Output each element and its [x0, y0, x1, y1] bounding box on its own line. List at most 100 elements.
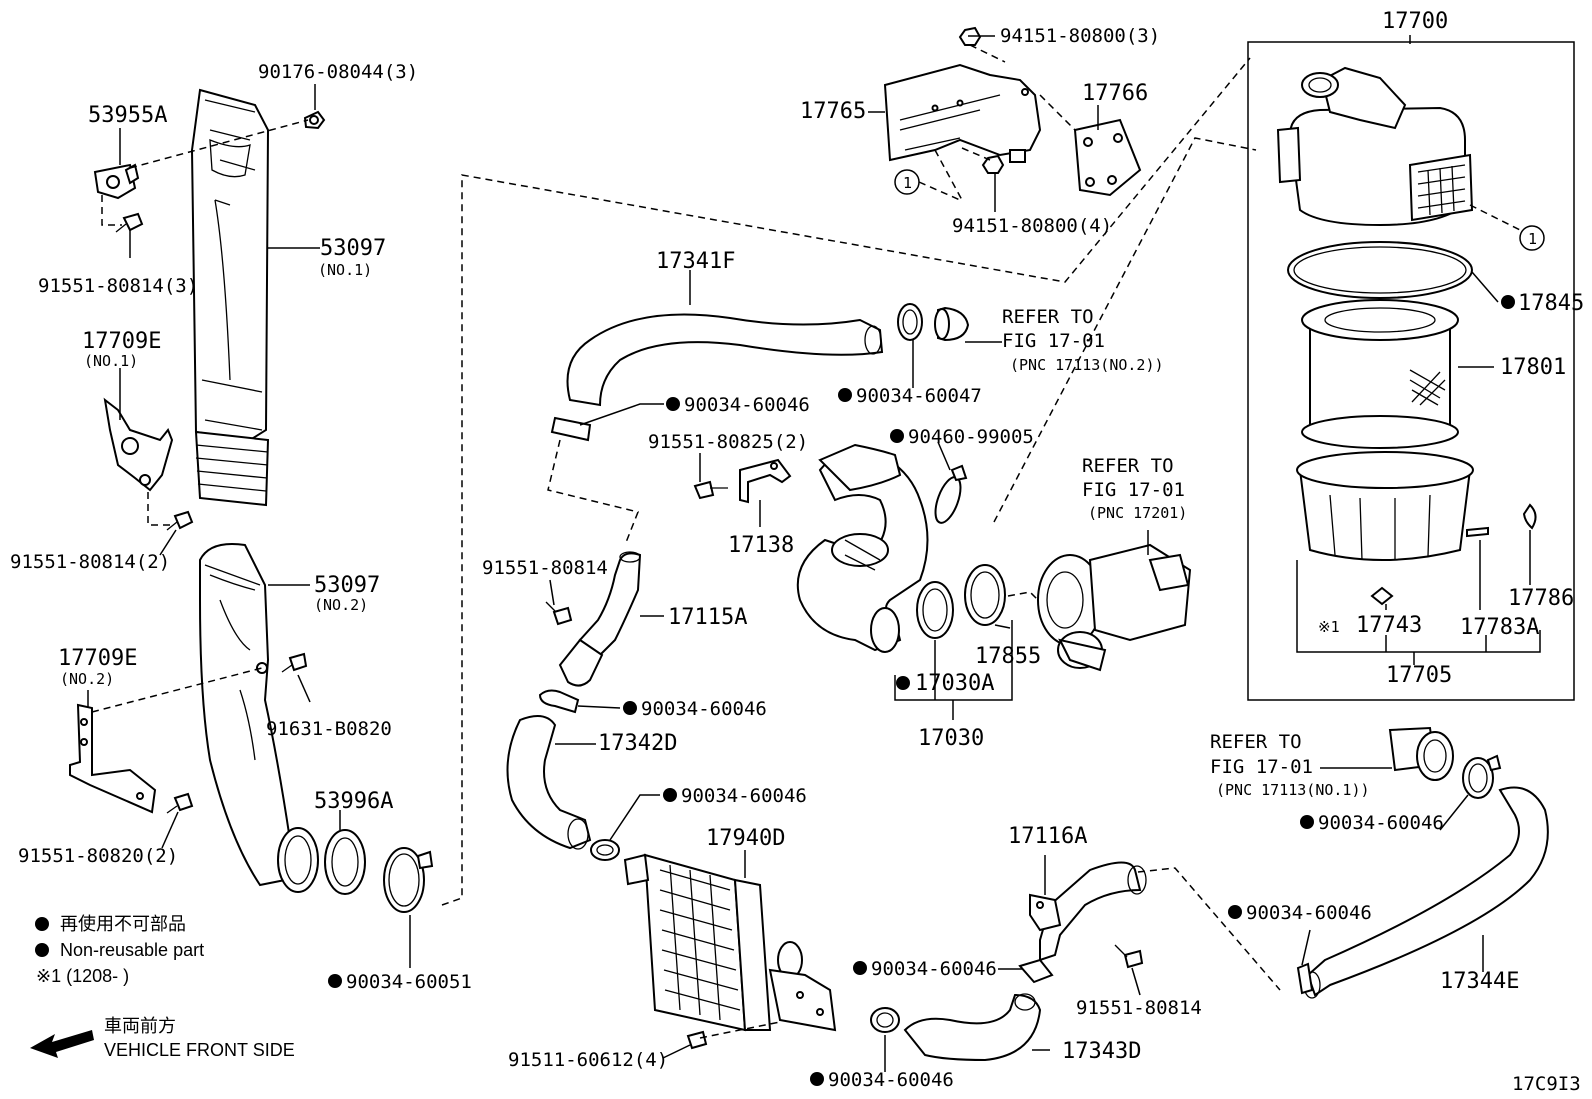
air-cleaner-box [1247, 41, 1575, 701]
refer-c-line2: FIG 17-01 [1210, 756, 1313, 778]
label-94151-80800-4: 94151-80800(4) [952, 215, 1112, 237]
label-90034-60046-f: 90034-60046 [871, 958, 997, 980]
hose-clamp-90460-99005 [934, 464, 968, 524]
hose-17030a [916, 581, 954, 639]
intercooler-17940d [623, 853, 837, 1032]
bracket-17138 [739, 458, 792, 504]
label-17743-mark: ※1 [1318, 618, 1340, 636]
label-17030a: 17030A [915, 671, 994, 696]
label-17342d: 17342D [598, 731, 677, 756]
clip-17786 [1522, 503, 1537, 530]
label-91551-80814-2: 91551-80814(2) [10, 551, 170, 573]
valve-17743 [1370, 586, 1394, 606]
label-90034-60046-c: 90034-60046 [681, 785, 807, 807]
hose-17030 [796, 443, 929, 653]
hose-17116a [1029, 861, 1147, 962]
label-17709e-no1: 17709E [82, 329, 161, 354]
filter-element-17801 [1301, 299, 1459, 449]
leader-lines [87, 35, 1541, 1072]
refer-b-line2: FIG 17-01 [1082, 479, 1185, 501]
clamp-ring-53996a [277, 827, 366, 895]
gasket-17845 [1287, 241, 1473, 299]
label-17343d: 17343D [1062, 1039, 1141, 1064]
label-90034-60051: 90034-60051 [346, 971, 472, 993]
bracket-17709e-no1 [103, 397, 174, 492]
label-17709e-no2-sub: (NO.2) [60, 670, 114, 688]
pipe-flange-17113-no1 [1388, 726, 1454, 781]
refer-b-line3: (PNC 17201) [1088, 504, 1187, 522]
hose-clamp-90034-60046-c [590, 839, 620, 861]
refer-a-line2: FIG 17-01 [1002, 330, 1105, 352]
bracket-17709e-no2 [69, 703, 157, 814]
label-17801: 17801 [1500, 355, 1566, 380]
label-90034-60046-g: 90034-60046 [828, 1069, 954, 1091]
label-17766: 17766 [1082, 81, 1148, 106]
label-17855: 17855 [975, 644, 1041, 669]
label-91551-80814-3: 91551-80814(3) [38, 275, 198, 297]
bolt-91551-80825 [693, 480, 728, 500]
air-duct-53097-no2 [199, 543, 292, 887]
label-53097-no1-sub: (NO.1) [318, 261, 372, 279]
label-17845: 17845 [1518, 291, 1584, 316]
hose-clamp-90034-60046-e [1462, 754, 1502, 799]
hose-clamp-90034-60051 [383, 847, 434, 913]
label-17709e-no2: 17709E [58, 646, 137, 671]
refer-note-17201: REFER TO FIG 17-01 (PNC 17201) [1082, 455, 1187, 522]
label-17709e-no1-sub: (NO.1) [84, 352, 138, 370]
label-17743: 17743 [1356, 613, 1422, 638]
hose-17343d [903, 993, 1042, 1062]
refer-a-line1: REFER TO [1002, 306, 1094, 328]
hose-clamp-90034-60047 [897, 303, 970, 342]
circle-ref-1-left: 1 [894, 169, 920, 195]
label-17765: 17765 [800, 99, 866, 124]
case-17705 [1296, 451, 1474, 561]
bolt-91551-80814 [545, 601, 573, 626]
label-90176-08044: 90176-08044(3) [258, 61, 418, 83]
refer-a-line3: (PNC 17113(NO.2)) [1010, 356, 1164, 374]
legend-note-1: ※1 (1208- ) [36, 966, 129, 986]
label-53996a: 53996A [314, 789, 393, 814]
label-17940d: 17940D [706, 826, 785, 851]
label-53955a: 53955A [88, 103, 167, 128]
label-17030: 17030 [918, 726, 984, 751]
air-duct-53097-no1 [190, 88, 270, 507]
circle-ref-1-left-text: 1 [903, 174, 912, 192]
refer-c-line3: (PNC 17113(NO.1)) [1216, 781, 1370, 799]
label-90034-60046-d: 90034-60046 [1246, 902, 1372, 924]
bolt-90176-08044 [303, 110, 326, 130]
legend-front-jp: 車両前方 [104, 1016, 176, 1036]
figure-code: 17C9I3 [1512, 1073, 1581, 1095]
label-91551-80825-2: 91551-80825(2) [648, 431, 808, 453]
label-17115a: 17115A [668, 605, 747, 630]
front-arrow-icon [30, 1030, 94, 1058]
bolt-91511-60612 [686, 1030, 708, 1050]
label-91551-80814-bottom: 91551-80814 [1076, 997, 1202, 1019]
nut-94151-80800-4 [981, 154, 1005, 174]
label-90034-60047: 90034-60047 [856, 385, 982, 407]
label-91551-80820-2: 91551-80820(2) [18, 845, 178, 867]
bolt-91551-80814-3 [115, 212, 144, 233]
bolt-91631-b0820 [281, 652, 308, 673]
label-91551-80814: 91551-80814 [482, 557, 608, 579]
hose-17342d [506, 715, 592, 850]
air-cleaner-cap-17700 [1276, 66, 1474, 227]
label-17344e: 17344E [1440, 969, 1519, 994]
label-90460-99005: 90460-99005 [908, 426, 1034, 448]
bracket-53955a [93, 163, 140, 200]
refer-note-17113-no1: REFER TO FIG 17-01 (PNC 17113(NO.1)) [1210, 731, 1370, 799]
hose-17341f [566, 313, 884, 407]
label-94151-80800-3: 94151-80800(3) [1000, 25, 1160, 47]
refer-note-17113-no2: REFER TO FIG 17-01 (PNC 17113(NO.2)) [965, 306, 1164, 374]
label-91511-60612-4: 91511-60612(4) [508, 1049, 668, 1071]
bolt-91551-80820 [166, 792, 194, 814]
legend-non-reusable-en: Non-reusable part [60, 940, 204, 960]
refer-c-line1: REFER TO [1210, 731, 1302, 753]
circle-ref-1-right: 1 [1519, 225, 1545, 251]
hose-clamp-90034-60046-b [538, 689, 580, 714]
label-17700: 17700 [1382, 9, 1448, 34]
bolt-91551-80814-2 [166, 510, 194, 531]
bolt-91551-80814-bottom [1114, 944, 1144, 969]
label-91631-b0820: 91631-B0820 [266, 718, 392, 740]
bracket-17766 [1073, 118, 1142, 197]
